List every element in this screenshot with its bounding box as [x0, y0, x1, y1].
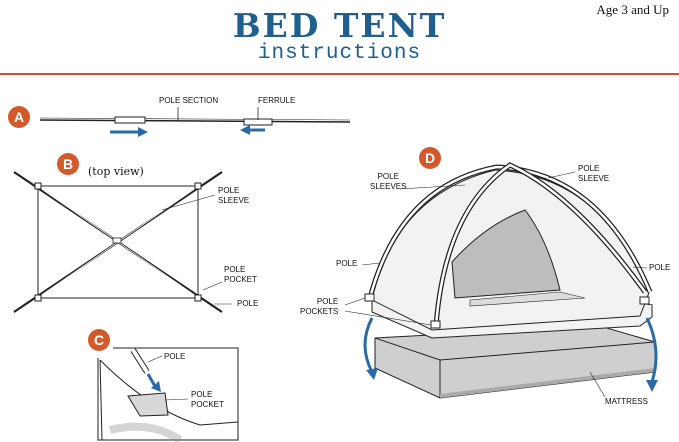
- step-c-frame: [97, 347, 239, 441]
- step-d-badge-circle: [419, 147, 441, 169]
- label-b-pole-sleeve: POLE SLEEVE: [218, 186, 250, 205]
- tent-frame-top-view: [37, 185, 199, 299]
- arrow-right-icon: [110, 127, 148, 137]
- step-d-badge: D: [424, 150, 436, 166]
- label-d-pole-sleeve: POLE SLEEVE: [578, 164, 610, 183]
- label-ferrule: FERRULE: [258, 96, 296, 105]
- label-b-pole: POLE: [237, 299, 259, 308]
- arrow-left-icon: [240, 125, 265, 135]
- curved-arrow-left-icon: [363, 317, 378, 380]
- header-divider: [0, 73, 679, 75]
- label-d-mattress: MATTRESS: [605, 397, 648, 406]
- arrow-down-icon: [146, 373, 161, 392]
- step-c-badge-circle: [88, 329, 110, 351]
- label-c-pole-pocket: POLE POCKET: [191, 390, 224, 409]
- label-pole-section: POLE SECTION: [159, 96, 219, 105]
- step-a-badge-circle: [8, 106, 30, 128]
- step-b-badge-circle: [57, 153, 79, 175]
- label-d-pole-left: POLE: [336, 259, 358, 268]
- curved-arrow-right-icon: [645, 317, 658, 392]
- label-d-pole-sleeves: POLE SLEEVES: [370, 172, 407, 191]
- age-label: Age 3 and Up: [596, 2, 669, 17]
- label-c-pole: POLE: [164, 352, 186, 361]
- step-a-badge: A: [13, 109, 25, 125]
- ferrule-left: [114, 116, 146, 124]
- page-title: BED TENT: [232, 6, 447, 45]
- label-top-view: (top view): [88, 165, 144, 178]
- pole-pocket-shape: [127, 392, 169, 417]
- label-d-pole-right: POLE: [649, 263, 671, 272]
- page-subtitle: instructions: [257, 42, 422, 65]
- label-b-pole-pocket: POLE POCKET: [224, 265, 257, 284]
- step-b-badge: B: [62, 156, 74, 172]
- tent-door: [451, 209, 561, 299]
- label-d-pole-pockets: POLE POCKETS: [300, 297, 339, 316]
- step-c-badge: C: [93, 332, 105, 348]
